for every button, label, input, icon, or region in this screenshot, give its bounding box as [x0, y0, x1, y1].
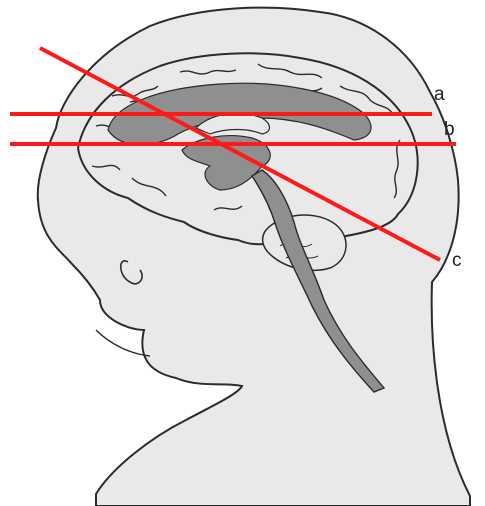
- label-c: c: [452, 250, 462, 271]
- label-a: a: [434, 84, 445, 105]
- label-b: b: [444, 119, 455, 140]
